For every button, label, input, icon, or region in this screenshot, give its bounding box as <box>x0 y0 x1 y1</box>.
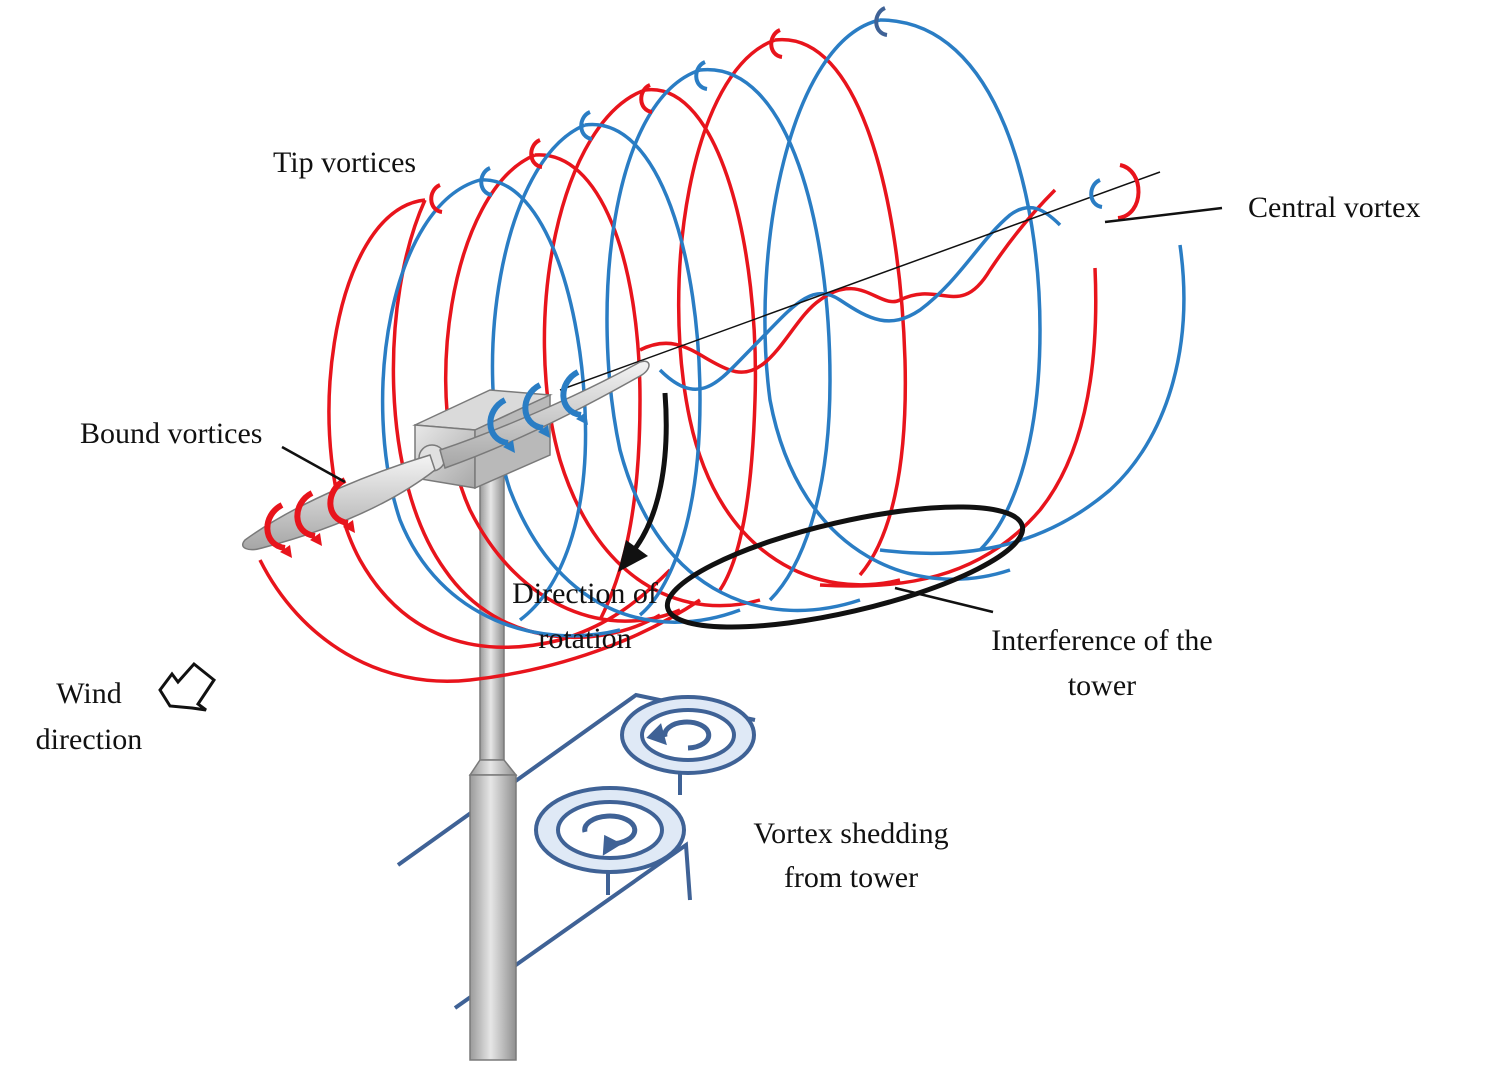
rotation-arrow <box>618 392 669 572</box>
label-interference: Interference of the <box>991 624 1213 657</box>
central-wave-blue <box>658 205 1062 392</box>
wind-direction-arrow-icon <box>158 661 217 712</box>
tower-taper <box>468 759 518 776</box>
central-vortex-waves <box>559 171 1161 392</box>
shedding-spiral-lower <box>534 786 686 874</box>
rotor-axis-line <box>559 171 1161 391</box>
central-wave-red <box>639 188 1057 374</box>
label-direction: direction <box>36 723 143 756</box>
label-tip-vortices: Tip vortices <box>273 146 416 179</box>
label-from-tower: from tower <box>784 861 918 894</box>
label-vortex-shedding: Vortex shedding <box>753 817 948 850</box>
label-tower: tower <box>1068 669 1136 702</box>
tower <box>468 469 518 1061</box>
interference-ellipse <box>664 504 1026 630</box>
central-vortex-leader <box>1104 206 1223 224</box>
tower-lower <box>469 774 517 1061</box>
label-central-vortex: Central vortex <box>1248 191 1420 224</box>
tip-vortex-red-helix <box>258 38 1098 683</box>
label-direction-of: Direction of <box>512 577 658 610</box>
vortex-shedding-sheet <box>396 692 756 1010</box>
shedding-line-bottom <box>453 841 692 1010</box>
label-rotation: rotation <box>538 622 631 655</box>
blade-left <box>241 454 436 551</box>
label-wind: Wind <box>56 677 121 710</box>
interference-leader <box>894 586 994 614</box>
tip-vortex-markers <box>429 6 1141 220</box>
shedding-spiral-upper <box>620 695 756 775</box>
tip-vortex-blue-helix <box>380 18 1186 638</box>
bound-vortices-leader <box>281 445 346 484</box>
leader-lines <box>281 206 1223 614</box>
label-bound-vortices: Bound vortices <box>80 417 262 450</box>
bound-vortices-red <box>264 477 355 558</box>
bound-vortices-blue <box>487 369 588 453</box>
